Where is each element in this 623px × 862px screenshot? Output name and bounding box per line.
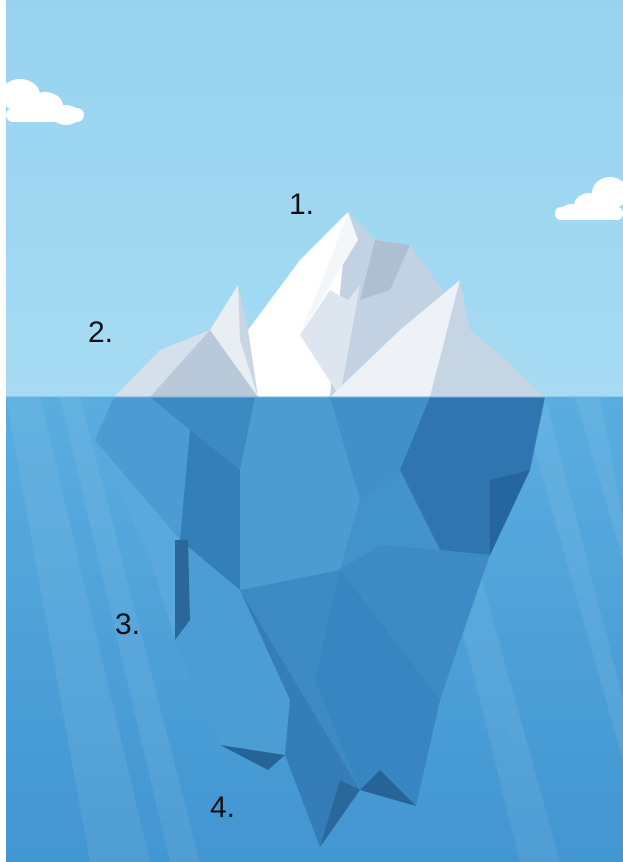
label-2: 2.: [88, 318, 113, 348]
label-3: 3.: [115, 610, 140, 640]
label-1: 1.: [289, 190, 314, 220]
label-4: 4.: [210, 793, 235, 823]
